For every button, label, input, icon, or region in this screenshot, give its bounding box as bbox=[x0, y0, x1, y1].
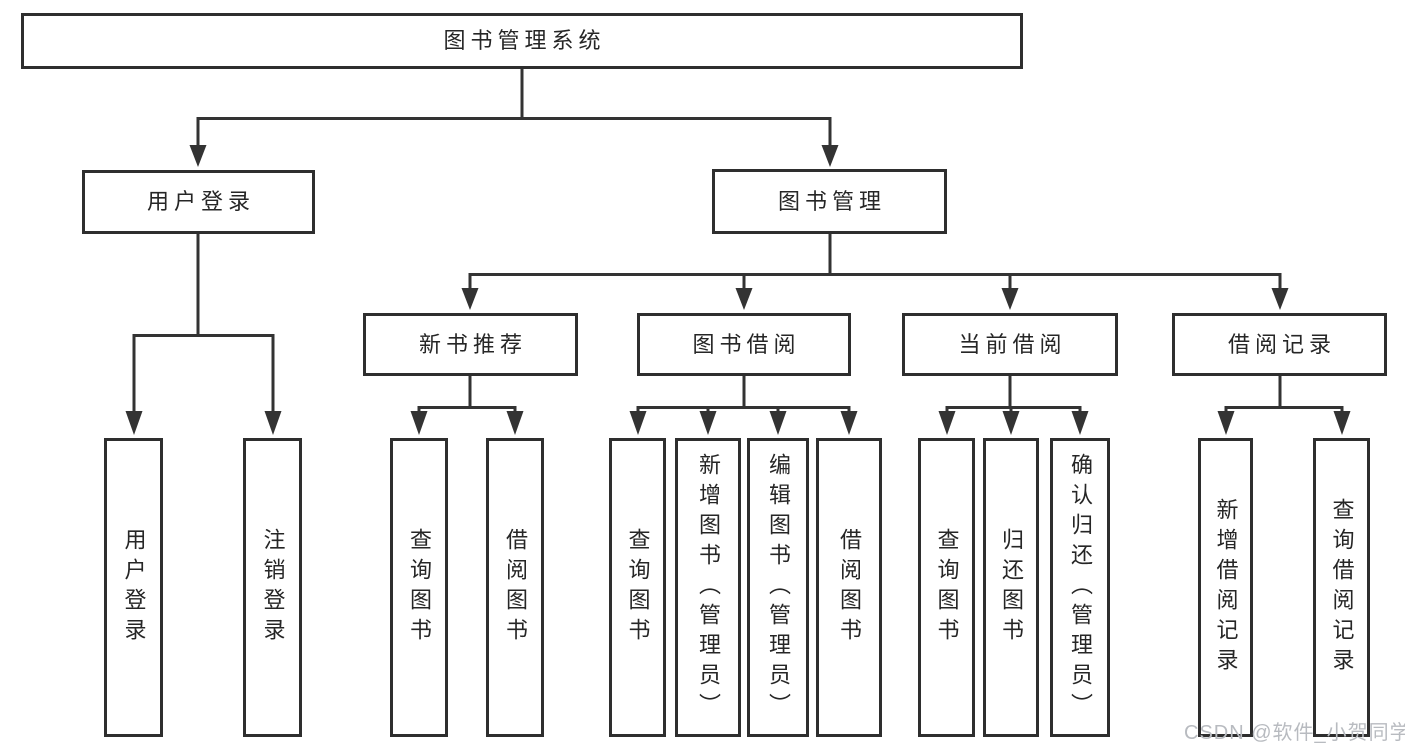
leaf-borrow-books-1-label: 借阅图书 bbox=[503, 527, 528, 648]
leaf-return-books: 归还图书 bbox=[983, 438, 1039, 737]
leaf-query-borrow-record-label: 查询借阅记录 bbox=[1329, 497, 1355, 678]
leaf-query-books-2: 查询图书 bbox=[609, 438, 666, 737]
leaf-edit-books-admin-label: 编辑图书（管理员） bbox=[766, 452, 791, 723]
node-new-book-recommendation: 新书推荐 bbox=[363, 313, 578, 376]
leaf-query-books-2-label: 查询图书 bbox=[625, 527, 651, 648]
leaf-borrow-books-2-label: 借阅图书 bbox=[837, 527, 862, 648]
node-borrowing-records: 借阅记录 bbox=[1172, 313, 1387, 376]
leaf-confirm-return-admin-label: 确认归还（管理员） bbox=[1068, 452, 1093, 723]
leaf-add-books-admin: 新增图书（管理员） bbox=[675, 438, 741, 737]
leaf-return-books-label: 归还图书 bbox=[999, 527, 1024, 648]
node-book-management: 图书管理 bbox=[712, 169, 947, 234]
leaf-query-books-1: 查询图书 bbox=[390, 438, 448, 737]
leaf-user-login-label: 用户登录 bbox=[121, 527, 147, 648]
leaf-add-books-admin-label: 新增图书（管理员） bbox=[696, 452, 721, 723]
leaf-query-borrow-record: 查询借阅记录 bbox=[1313, 438, 1370, 737]
leaf-query-books-1-label: 查询图书 bbox=[407, 527, 432, 648]
leaf-add-borrow-record: 新增借阅记录 bbox=[1198, 438, 1253, 737]
leaf-query-books-3-label: 查询图书 bbox=[934, 527, 960, 648]
leaf-add-borrow-record-label: 新增借阅记录 bbox=[1213, 497, 1239, 678]
leaf-borrow-books-2: 借阅图书 bbox=[816, 438, 882, 737]
leaf-logout: 注销登录 bbox=[243, 438, 302, 737]
leaf-confirm-return-admin: 确认归还（管理员） bbox=[1050, 438, 1110, 737]
node-book-borrowing: 图书借阅 bbox=[637, 313, 851, 376]
watermark-text: CSDN @软件_小贺同学 bbox=[1184, 722, 1405, 744]
node-user-login: 用户登录 bbox=[82, 170, 315, 234]
node-current-borrowing: 当前借阅 bbox=[902, 313, 1118, 376]
arrowheads bbox=[125, 145, 1351, 435]
leaf-logout-label: 注销登录 bbox=[260, 527, 286, 648]
node-library-management-system: 图书管理系统 bbox=[21, 13, 1023, 69]
leaf-user-login: 用户登录 bbox=[104, 438, 163, 737]
leaf-query-books-3: 查询图书 bbox=[918, 438, 975, 737]
leaf-borrow-books-1: 借阅图书 bbox=[486, 438, 544, 737]
leaf-edit-books-admin: 编辑图书（管理员） bbox=[747, 438, 809, 737]
